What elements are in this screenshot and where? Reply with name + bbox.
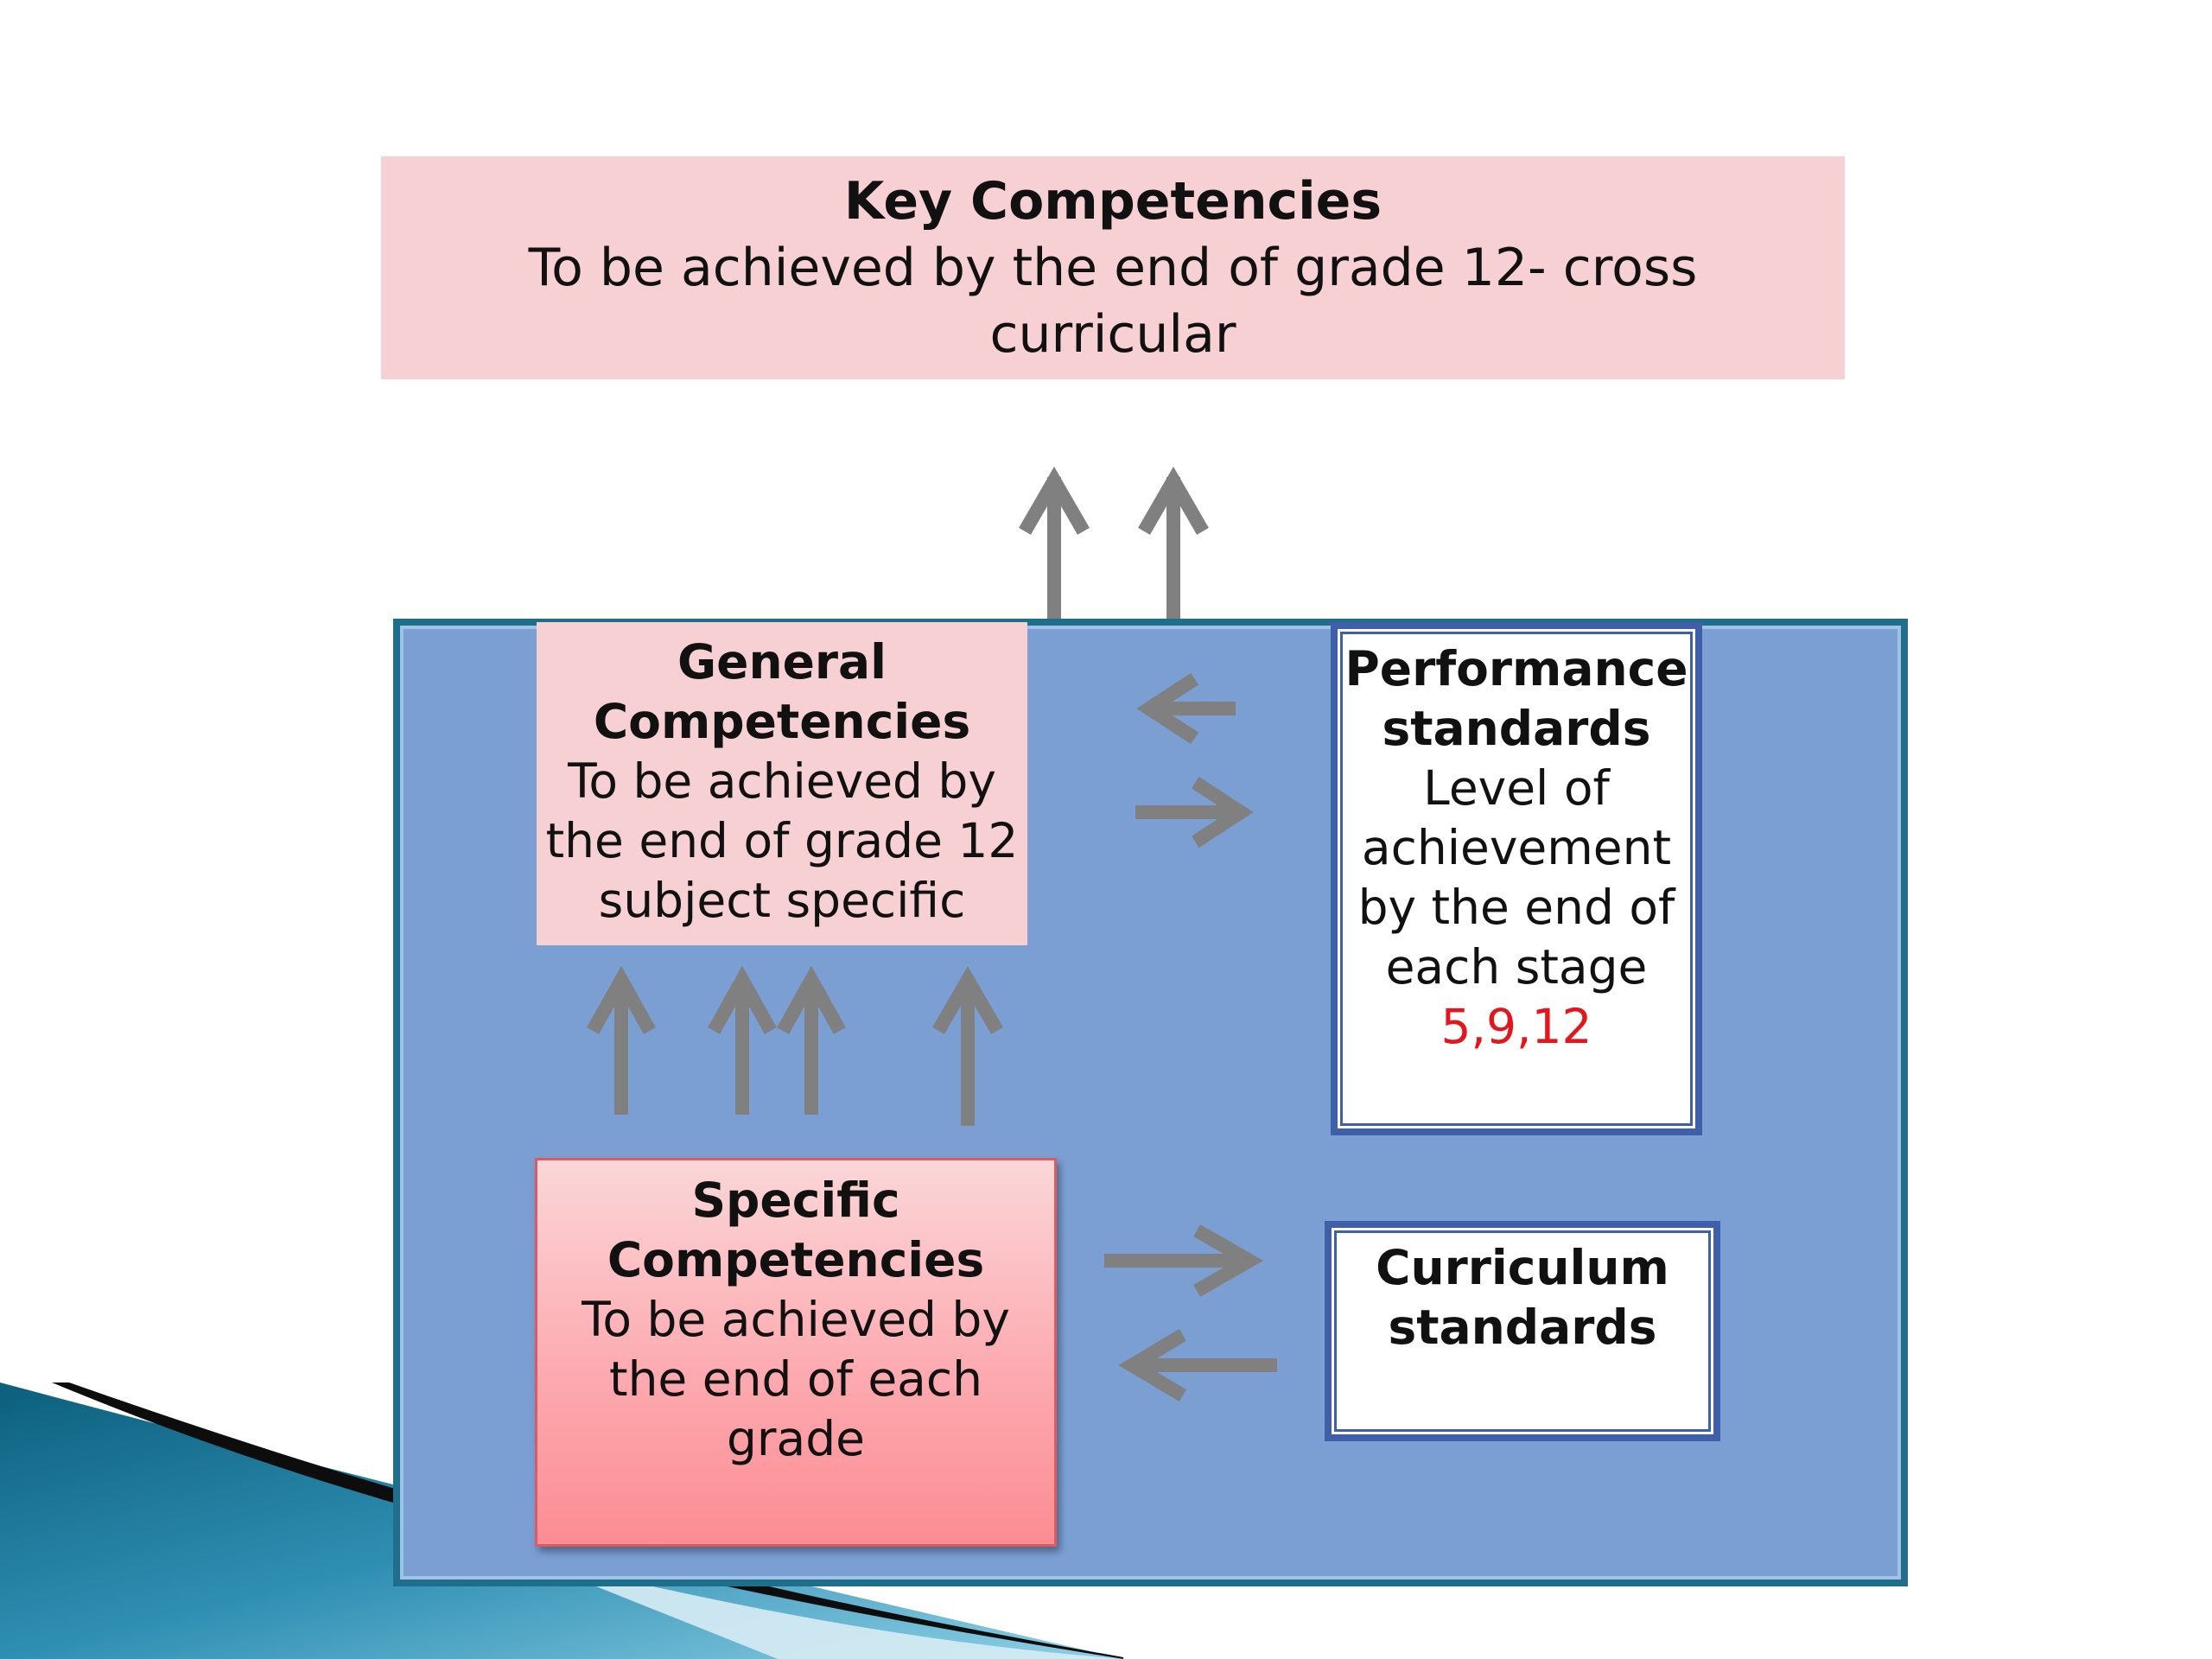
performance-standards-box: Performance standards Level of achieveme… — [1331, 622, 1702, 1135]
specific-competencies-description: To be achieved by the end of each grade — [582, 1292, 1010, 1466]
curriculum-standards-box: Curriculum standards — [1325, 1221, 1720, 1441]
key-competencies-description: To be achieved by the end of grade 12- c… — [528, 238, 1698, 365]
arrow-up-to-key-2 — [1138, 466, 1209, 619]
performance-standards-stages: 5,9,12 — [1440, 999, 1592, 1054]
general-competencies-box: General Competencies To be achieved by t… — [537, 622, 1027, 945]
general-competencies-title: General Competencies — [593, 634, 971, 749]
key-competencies-title: Key Competencies — [843, 171, 1382, 232]
general-competencies-description: To be achieved by the end of grade 12 su… — [545, 753, 1019, 928]
specific-competencies-title: Specific Competencies — [607, 1173, 985, 1287]
specific-competencies-box: Specific Competencies To be achieved by … — [535, 1158, 1057, 1547]
key-competencies-box: Key Competencies To be achieved by the e… — [381, 156, 1845, 379]
arrow-up-to-key-1 — [1019, 466, 1090, 619]
curriculum-standards-title: Curriculum standards — [1376, 1240, 1669, 1355]
performance-standards-description: Level of achievement by the end of each … — [1357, 760, 1675, 995]
performance-standards-title: Performance standards — [1344, 641, 1688, 756]
decorative-swoosh — [0, 1382, 1123, 1659]
